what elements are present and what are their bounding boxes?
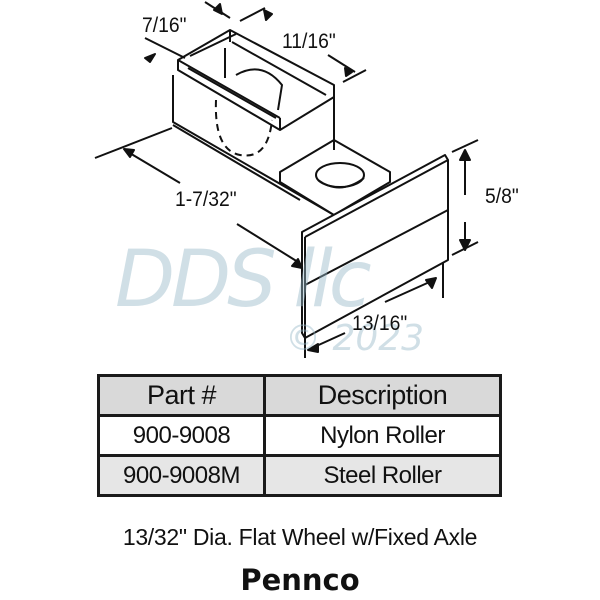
dimension-length: 1-7/32": [175, 188, 237, 211]
table-header-row: Part # Description: [97, 374, 502, 417]
dimension-face-width: 13/16": [352, 312, 408, 335]
header-description: Description: [263, 374, 502, 417]
header-part-number: Part #: [97, 374, 266, 417]
dimension-width-top: 7/16": [142, 14, 187, 37]
brand-logo: Pennco: [240, 563, 360, 597]
part-description: Nylon Roller: [263, 414, 502, 457]
part-number: 900-9008M: [97, 454, 266, 497]
watermark-copyright: © 2023: [285, 318, 425, 359]
dimension-depth-top: 11/16": [282, 30, 336, 53]
product-diagram: DDS llc © 2023 7/16" 11/16" 1-7/32" 5/8"…: [94, 1, 519, 359]
watermark-text: DDS llc: [115, 235, 372, 325]
part-description: Steel Roller: [263, 454, 502, 497]
table-row: 900-9008 Nylon Roller: [97, 414, 502, 457]
part-number: 900-9008: [97, 414, 266, 457]
product-caption: 13/32" Dia. Flat Wheel w/Fixed Axle: [122, 524, 478, 550]
dimension-height: 5/8": [485, 185, 519, 208]
parts-table: Part # Description 900-9008 Nylon Roller…: [97, 374, 502, 497]
table-row: 900-9008M Steel Roller: [97, 454, 502, 497]
roller-line-drawing: [94, 1, 479, 358]
